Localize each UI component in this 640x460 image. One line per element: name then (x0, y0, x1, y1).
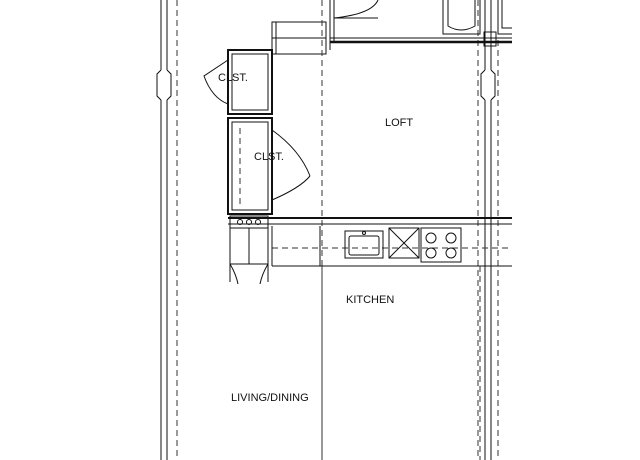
room-label-kitchen: KITCHEN (346, 294, 394, 306)
stair-landing (271, 0, 327, 460)
kitchen-sink (344, 230, 384, 259)
room-label-closet-upper: CLST. (218, 72, 248, 84)
closet-upper (203, 49, 273, 115)
dashed-guides (321, 266, 481, 460)
room-label-closet-lower: CLST. (254, 151, 284, 163)
upper-bath-area (329, 0, 512, 50)
range-cooktop (420, 227, 462, 263)
dishwasher (388, 227, 420, 259)
room-label-living-dining: LIVING/DINING (231, 392, 309, 404)
kitchen-counter (228, 215, 512, 267)
closet-lower (227, 117, 311, 215)
right-exterior-wall (477, 0, 499, 460)
pantry-doors (229, 227, 269, 285)
left-exterior-wall (156, 0, 178, 460)
room-label-loft: LOFT (385, 117, 413, 129)
